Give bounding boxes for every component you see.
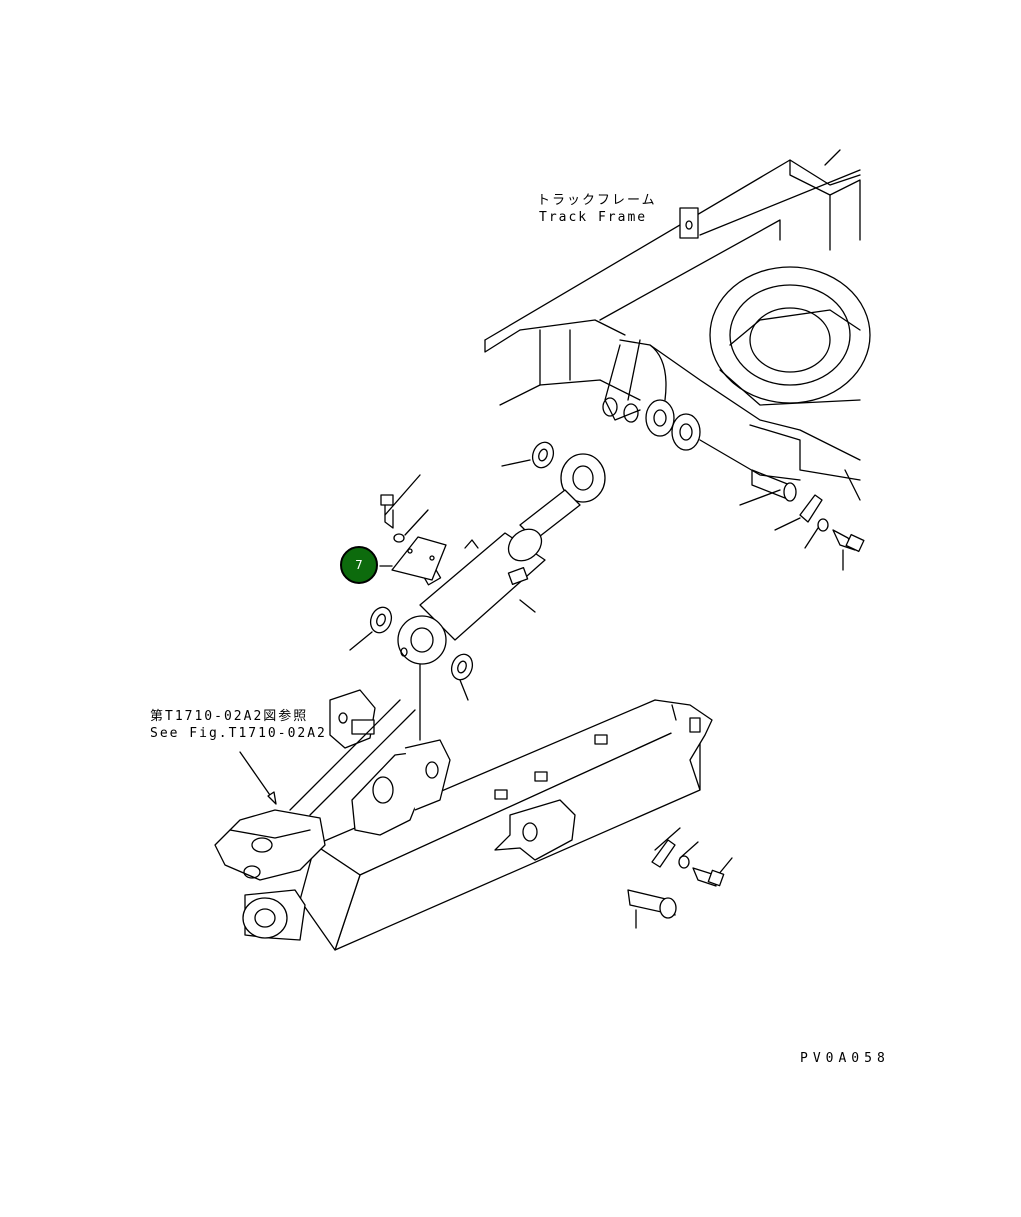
track-frame-label-jp: トラックフレーム [537, 193, 657, 208]
drawing-code: PV0A058 [800, 1051, 890, 1066]
part-callout-7[interactable]: 7 [340, 546, 378, 584]
hardware-right [799, 494, 865, 553]
hardware-bottom-right [651, 839, 725, 887]
see-fig-label-en: See Fig.T1710-02A2 [150, 726, 327, 741]
track-frame [484, 159, 871, 506]
hydraulic-cylinder [397, 453, 606, 665]
track-frame-label-en: Track Frame [539, 210, 648, 225]
equalizer-beam [214, 689, 713, 951]
leader-lines [349, 149, 844, 929]
see-fig-label-jp: 第T1710-02A2図参照 [150, 709, 309, 724]
part-callout-number: 7 [355, 558, 363, 572]
hardware-near-cylinder [369, 441, 555, 681]
